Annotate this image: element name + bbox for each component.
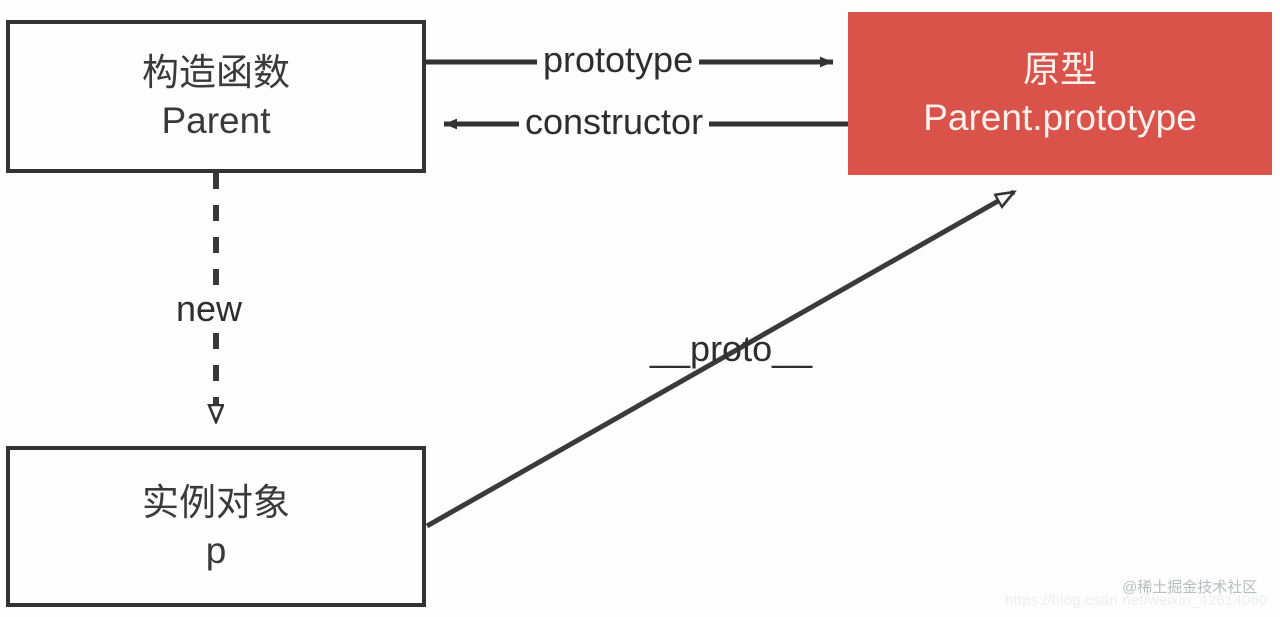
edge-label-prototype: prototype	[537, 42, 700, 78]
node-constructor-subtitle: Parent	[161, 99, 271, 141]
node-prototype-subtitle: Parent.prototype	[923, 96, 1197, 138]
edge-label-new: new	[170, 291, 249, 327]
node-instance-subtitle: p	[205, 529, 227, 571]
watermark-url: https://blog.csdn.net/weixin_42614060	[1005, 592, 1268, 609]
node-instance-object[interactable]: 实例对象 p	[6, 446, 426, 607]
watermark-brand: @稀土掘金技术社区	[1122, 579, 1258, 596]
node-instance-title: 实例对象	[142, 482, 290, 524]
edge-label-constructor: constructor	[519, 104, 710, 140]
node-prototype[interactable]: 原型 Parent.prototype	[848, 12, 1272, 175]
node-constructor-function[interactable]: 构造函数 Parent	[6, 20, 426, 173]
edge-proto	[425, 189, 1014, 529]
node-constructor-title: 构造函数	[142, 52, 290, 94]
edge-label-proto: __proto__	[650, 328, 813, 369]
node-prototype-title: 原型	[1023, 49, 1097, 91]
